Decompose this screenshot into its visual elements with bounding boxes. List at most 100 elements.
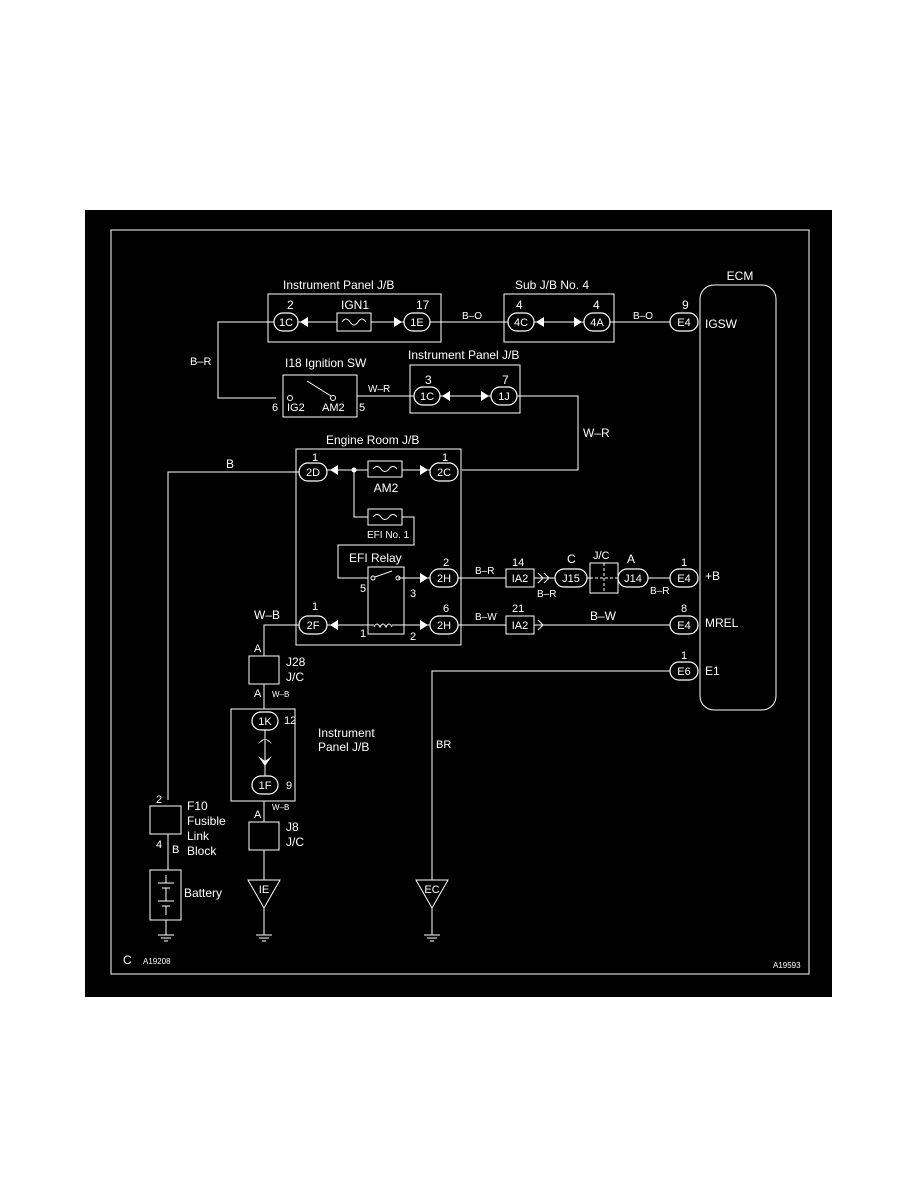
wire-label-b-w-2: B–W — [590, 609, 617, 623]
wire-label-w-b-2: W–B — [272, 690, 289, 699]
svg-text:A: A — [254, 688, 262, 700]
svg-text:J14: J14 — [624, 573, 642, 585]
wire-label-b-fl: B — [172, 844, 179, 856]
svg-text:9: 9 — [286, 780, 292, 792]
svg-text:Fusible: Fusible — [187, 814, 226, 828]
svg-text:IE: IE — [259, 884, 269, 896]
svg-text:A: A — [627, 552, 635, 566]
wire-label-w-r-1: W–R — [368, 384, 390, 395]
svg-text:2: 2 — [287, 298, 294, 312]
svg-text:2: 2 — [443, 557, 449, 569]
ip-jb-mid-title: Instrument Panel J/B — [408, 348, 519, 362]
engine-room-jb-title: Engine Room J/B — [326, 433, 419, 447]
ecm-pin-plus-b: +B — [705, 569, 720, 583]
svg-text:1C: 1C — [279, 317, 293, 329]
fuse-ign1-label: IGN1 — [341, 298, 369, 312]
jc-label: J/C — [593, 550, 610, 562]
svg-text:F10: F10 — [187, 799, 208, 813]
wire-label-b-o-1: B–O — [462, 311, 482, 322]
svg-text:J/C: J/C — [286, 835, 304, 849]
svg-text:2F: 2F — [307, 620, 320, 632]
svg-text:1K: 1K — [258, 716, 272, 728]
fusible-link-block: 2 F10 Fusible Link Block 4 B — [149, 794, 226, 858]
efi-relay — [367, 566, 405, 635]
wire-label-b-r-3: B–R — [650, 586, 669, 597]
junction-j28: A J28 J/C A — [248, 643, 306, 700]
ground-ie: IE — [247, 879, 281, 942]
svg-text:E6: E6 — [677, 666, 690, 678]
svg-text:2: 2 — [410, 631, 416, 643]
svg-text:1: 1 — [681, 557, 687, 569]
corner-code: C — [123, 953, 132, 967]
svg-text:1F: 1F — [259, 780, 272, 792]
battery-label: Battery — [184, 886, 222, 900]
wire-label-b-o-2: B–O — [633, 311, 653, 322]
svg-text:7: 7 — [502, 373, 509, 387]
svg-text:1E: 1E — [410, 317, 423, 329]
diagram-background — [85, 210, 832, 997]
svg-text:IA2: IA2 — [512, 573, 529, 585]
ecm-title: ECM — [727, 269, 754, 283]
ecm-pin-mrel: MREL — [705, 616, 739, 630]
ecm-pin-igsw: IGSW — [705, 317, 738, 331]
ip-jb-mid: Instrument Panel J/B 3 1C 7 1J — [408, 348, 521, 414]
svg-text:4: 4 — [593, 298, 600, 312]
svg-text:J28: J28 — [286, 655, 306, 669]
svg-text:5: 5 — [360, 583, 366, 595]
svg-text:Instrument: Instrument — [318, 726, 375, 740]
wire-label-b-main: B — [226, 457, 234, 471]
svg-text:A: A — [254, 643, 262, 655]
svg-text:2H: 2H — [437, 620, 451, 632]
connector-e4-mrel — [669, 615, 699, 635]
wire-label-b-w-1: B–W — [475, 612, 497, 623]
efi-relay-title: EFI Relay — [349, 551, 402, 565]
sub-jb4-title: Sub J/B No. 4 — [515, 278, 589, 292]
fuse-efi-label: EFI No. 1 — [367, 530, 410, 541]
svg-text:E4: E4 — [677, 620, 690, 632]
wire-label-b-r-left: B–R — [190, 356, 211, 368]
connector-2c — [429, 462, 459, 482]
connector-e4-plus-b — [669, 568, 699, 588]
ignition-sw-title: I18 Ignition SW — [285, 356, 367, 370]
svg-text:C: C — [567, 552, 576, 566]
svg-text:J/C: J/C — [286, 670, 304, 684]
mrel-path: B–W 21 IA2 B–W 8 E4 — [458, 603, 699, 635]
svg-text:E4: E4 — [677, 573, 690, 585]
svg-text:1C: 1C — [420, 391, 434, 403]
ip-jb-top: Instrument Panel J/B 2 1C IGN1 17 1E — [267, 278, 442, 343]
wire-label-w-b-1: W–B — [254, 608, 280, 622]
svg-text:J8: J8 — [286, 820, 299, 834]
svg-text:Panel J/B: Panel J/B — [318, 740, 369, 754]
ground-ec: EC — [415, 879, 449, 942]
ip-jb-top-title: Instrument Panel J/B — [283, 278, 394, 292]
svg-text:Link: Link — [187, 829, 210, 843]
svg-text:3: 3 — [425, 373, 432, 387]
wire-label-b-r-1: B–R — [475, 566, 494, 577]
svg-text:2H: 2H — [437, 573, 451, 585]
svg-text:4A: 4A — [590, 317, 604, 329]
ignition-switch: I18 Ignition SW IG2 AM2 6 5 — [272, 356, 367, 418]
fuse-am2-label: AM2 — [374, 481, 399, 495]
svg-text:8: 8 — [681, 603, 687, 615]
svg-text:IA2: IA2 — [512, 620, 529, 632]
svg-text:J15: J15 — [562, 573, 580, 585]
battery: Battery — [149, 869, 222, 942]
ecm-pin-e1: E1 — [705, 664, 720, 678]
wire-label-br: BR — [436, 739, 451, 751]
diagram-frame — [110, 229, 810, 975]
right-ref-code: A19593 — [773, 961, 801, 970]
fuse-am2 — [367, 460, 403, 478]
junction-j8: A J8 J/C — [248, 809, 304, 851]
svg-text:5: 5 — [359, 402, 365, 414]
svg-text:AM2: AM2 — [322, 402, 345, 414]
plus-b-path: B–R 14 IA2 B–R C J15 J/C A J14 B–R 1 E4 — [458, 550, 699, 600]
left-ref-code: A19208 — [143, 957, 171, 966]
ip-jb-low: 1K 12 Instrument Panel J/B 1F 9 — [230, 708, 375, 802]
wire-label-b-r-2: B–R — [537, 589, 556, 600]
svg-text:1J: 1J — [498, 391, 510, 403]
svg-text:2: 2 — [156, 794, 162, 806]
svg-text:4: 4 — [156, 839, 162, 851]
svg-text:A: A — [254, 809, 262, 821]
svg-text:3: 3 — [410, 588, 416, 600]
svg-text:2D: 2D — [306, 467, 320, 479]
